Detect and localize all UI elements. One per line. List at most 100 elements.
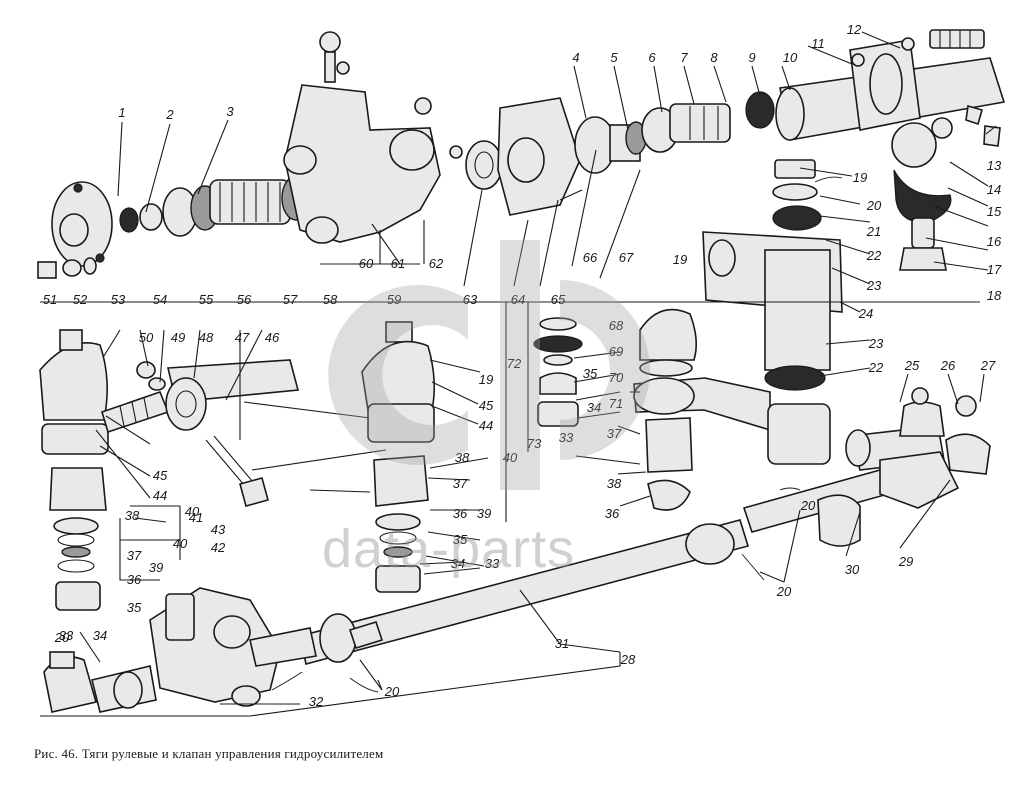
callout-20-b: 20 (776, 584, 792, 599)
callout-68: 68 (609, 318, 624, 333)
callout-38-c: 38 (607, 476, 622, 491)
callout-60: 60 (359, 256, 374, 271)
callout-34-c: 34 (587, 400, 601, 415)
callout-58: 58 (323, 292, 338, 307)
callout-11: 11 (811, 36, 825, 51)
callout-72: 72 (507, 356, 522, 371)
callout-67: 67 (619, 250, 634, 265)
callout-8: 8 (710, 50, 718, 65)
callout-27: 27 (980, 358, 996, 373)
callout-37-a: 37 (127, 548, 142, 563)
callout-48: 48 (199, 330, 214, 345)
lower-left-assembly (39, 329, 387, 611)
callout-20-c: 20 (384, 684, 400, 699)
callout-10: 10 (783, 50, 798, 65)
tie-rod-assembly (43, 387, 991, 713)
callout-16: 16 (987, 234, 1002, 249)
callout-20-e: 20 (800, 498, 816, 513)
callout-56: 56 (237, 292, 252, 307)
callout-73: 73 (527, 436, 542, 451)
callout-33-c: 33 (559, 430, 574, 445)
callout-21: 21 (866, 224, 881, 239)
callout-37-b: 37 (453, 476, 468, 491)
callout-labels: 1 2 3 4 5 6 7 8 9 10 11 12 13 14 15 16 1… (43, 22, 1002, 709)
callout-20-d: 20 (54, 630, 70, 645)
callout-45-b: 45 (479, 398, 494, 413)
callout-39-a: 39 (149, 560, 163, 575)
callout-44-a: 44 (153, 488, 167, 503)
callout-30: 30 (845, 562, 860, 577)
callout-35-b: 35 (453, 532, 468, 547)
callout-32: 32 (309, 694, 324, 709)
callout-62: 62 (429, 256, 444, 271)
callout-40-c: 40 (185, 504, 200, 519)
callout-45-a: 45 (153, 468, 168, 483)
callout-4: 4 (572, 50, 579, 65)
callout-15: 15 (987, 204, 1002, 219)
callout-54: 54 (153, 292, 167, 307)
callout-20-a: 20 (866, 198, 882, 213)
callout-36-b: 36 (453, 506, 468, 521)
callout-43: 43 (211, 522, 226, 537)
figure-caption: Рис. 46. Тяги рулевые и клапан управлени… (34, 746, 384, 761)
callout-23-b: 23 (868, 336, 884, 351)
callout-2: 2 (165, 107, 174, 122)
callout-26: 26 (940, 358, 956, 373)
callout-34-b: 34 (451, 556, 465, 571)
callout-41: 41 (189, 510, 203, 525)
callout-37-c: 37 (607, 426, 622, 441)
callout-19-a: 19 (853, 170, 867, 185)
callout-17: 17 (987, 262, 1002, 277)
callout-52: 52 (73, 292, 88, 307)
callout-36-a: 36 (127, 572, 142, 587)
callout-47: 47 (235, 330, 250, 345)
callout-19-b: 19 (673, 252, 687, 267)
callout-6: 6 (648, 50, 656, 65)
callout-33-b: 33 (485, 556, 500, 571)
top-assembly (37, 29, 1006, 391)
callout-39-b: 39 (477, 506, 491, 521)
callout-69: 69 (609, 344, 623, 359)
callout-22-b: 22 (868, 360, 884, 375)
callout-34-a: 34 (93, 628, 107, 643)
callout-36-c: 36 (605, 506, 620, 521)
callout-31: 31 (555, 636, 569, 651)
callout-71: 71 (609, 396, 623, 411)
callout-66: 66 (583, 250, 598, 265)
callout-50: 50 (139, 330, 154, 345)
steering-linkage-diagram: 1 2 3 4 5 6 7 8 9 10 11 12 13 14 15 16 1… (37, 22, 1006, 717)
callout-61: 61 (391, 256, 405, 271)
callout-12: 12 (847, 22, 862, 37)
callout-40-b: 40 (503, 450, 518, 465)
callout-63: 63 (463, 292, 478, 307)
callout-14: 14 (987, 182, 1001, 197)
callout-46: 46 (265, 330, 280, 345)
middle-assembly (309, 308, 831, 593)
callout-22-a: 22 (866, 248, 882, 263)
callout-53: 53 (111, 292, 126, 307)
callout-13: 13 (987, 158, 1002, 173)
callout-23-a: 23 (866, 278, 882, 293)
callout-40-a: 40 (173, 536, 188, 551)
callout-38-b: 38 (455, 450, 470, 465)
callout-24: 24 (858, 306, 873, 321)
callout-1: 1 (118, 105, 125, 120)
callout-38-a: 38 (125, 508, 140, 523)
callout-3: 3 (226, 104, 234, 119)
callout-33-a: 33 (59, 628, 74, 643)
callout-25: 25 (904, 358, 920, 373)
callout-57: 57 (283, 292, 298, 307)
callout-51: 51 (43, 292, 57, 307)
callout-18: 18 (987, 288, 1002, 303)
callout-29: 29 (898, 554, 913, 569)
callout-65: 65 (551, 292, 566, 307)
callout-5: 5 (610, 50, 618, 65)
callout-42: 42 (211, 540, 226, 555)
callout-70: 70 (609, 370, 624, 385)
callout-28: 28 (620, 652, 636, 667)
callout-35-a: 35 (127, 600, 142, 615)
callout-55: 55 (199, 292, 214, 307)
callout-64: 64 (511, 292, 525, 307)
callout-59: 59 (387, 292, 401, 307)
callout-7: 7 (680, 50, 688, 65)
